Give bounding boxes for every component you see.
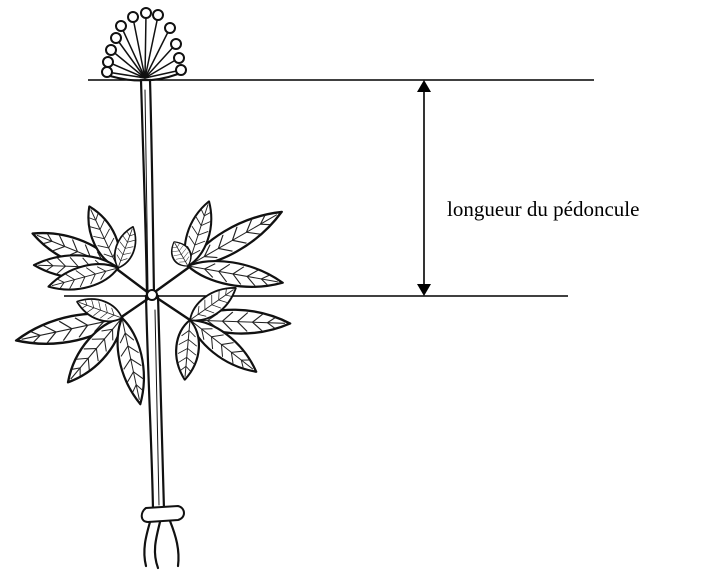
stem [146, 296, 164, 510]
leaf-node [147, 290, 157, 300]
peduncle [141, 80, 154, 296]
peduncle-length-label: longueur du pédoncule [447, 197, 639, 221]
root [142, 506, 184, 568]
flower-umbel [102, 8, 186, 81]
